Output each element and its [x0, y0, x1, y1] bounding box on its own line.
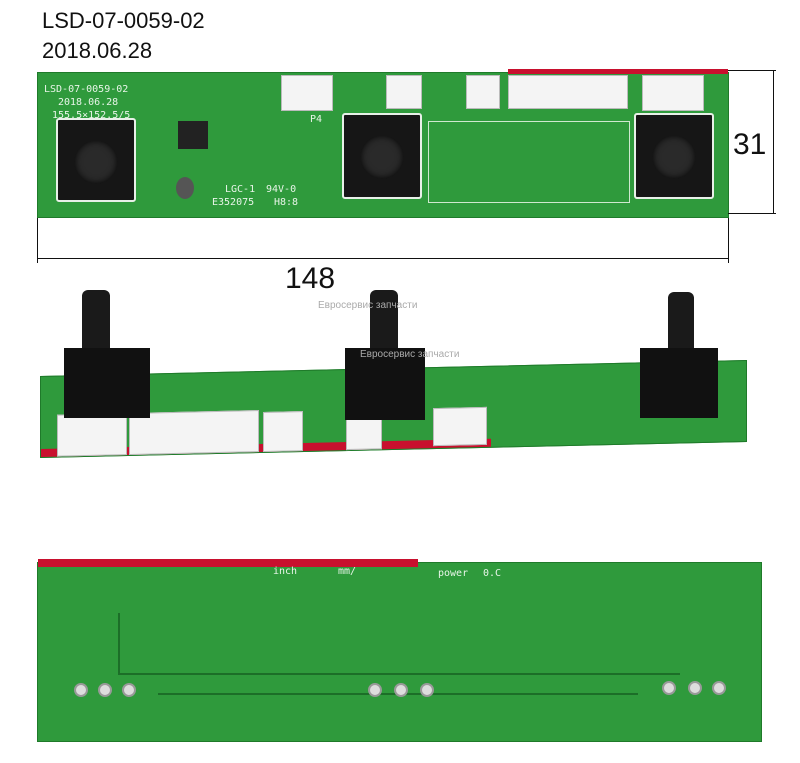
connector: [466, 75, 500, 109]
potentiometer: [64, 348, 150, 418]
knob-shaft: [668, 292, 694, 352]
dimension-tick: [728, 213, 776, 214]
dimension-tick: [728, 218, 729, 263]
solder-pad: [712, 681, 726, 695]
silk-code: E352075: [212, 197, 255, 208]
connector: [263, 411, 303, 452]
connector: [281, 75, 333, 111]
potentiometer: [640, 348, 718, 418]
glue-strip: [38, 559, 418, 567]
solder-pad: [122, 683, 136, 697]
pcb-back-view: inch mm/ power 0.C: [37, 559, 762, 742]
potentiometer: [634, 113, 714, 199]
width-dimension-line: [37, 258, 729, 259]
connector: [642, 75, 704, 111]
silk-p4: P4: [310, 114, 323, 125]
potentiometer: [342, 113, 422, 199]
width-dimension: 148: [285, 262, 336, 295]
solder-pad: [662, 681, 676, 695]
silk-marks: H8:8: [274, 197, 299, 208]
component-area: [428, 121, 630, 203]
knob-shaft: [370, 290, 398, 352]
regulator-chip: [178, 121, 208, 149]
height-dimension: 31: [733, 128, 767, 161]
connector: [508, 75, 628, 109]
solder-pad: [368, 683, 382, 697]
silk-power: power: [438, 568, 469, 579]
silk-size: 155.5×152.5/5: [52, 110, 131, 121]
trace: [118, 613, 680, 675]
potentiometer: [345, 348, 425, 420]
capacitor: [176, 177, 194, 199]
height-dimension-line: [773, 70, 774, 213]
dimension-tick: [37, 218, 38, 263]
knob-shaft: [82, 290, 110, 352]
connector: [386, 75, 422, 109]
silk-mm: mm/: [338, 566, 357, 577]
potentiometer: [56, 118, 136, 202]
dimension-tick: [728, 70, 776, 71]
connector: [433, 406, 487, 447]
glue-strip: [508, 69, 728, 74]
watermark: Евросервис запчасти: [360, 349, 460, 360]
caption-part-number: LSD-07-0059-02: [42, 8, 205, 33]
connector: [57, 413, 127, 457]
silk-oc: 0.C: [483, 568, 502, 579]
pcb-front-view: LSD-07-0059-02 2018.06.28 155.5×152.5/5 …: [37, 69, 729, 218]
silk-date: 2018.06.28: [58, 97, 119, 108]
silk-logo: LGC-1: [225, 184, 256, 195]
silk-inch: inch: [273, 566, 298, 577]
solder-pad: [688, 681, 702, 695]
solder-pad: [74, 683, 88, 697]
solder-pad: [98, 683, 112, 697]
solder-pad: [394, 683, 408, 697]
solder-pad: [420, 683, 434, 697]
silk-rating: 94V-0: [266, 184, 297, 195]
watermark: Евросервис запчасти: [318, 300, 418, 311]
caption-date: 2018.06.28: [42, 38, 153, 63]
silk-part-number: LSD-07-0059-02: [44, 84, 129, 95]
